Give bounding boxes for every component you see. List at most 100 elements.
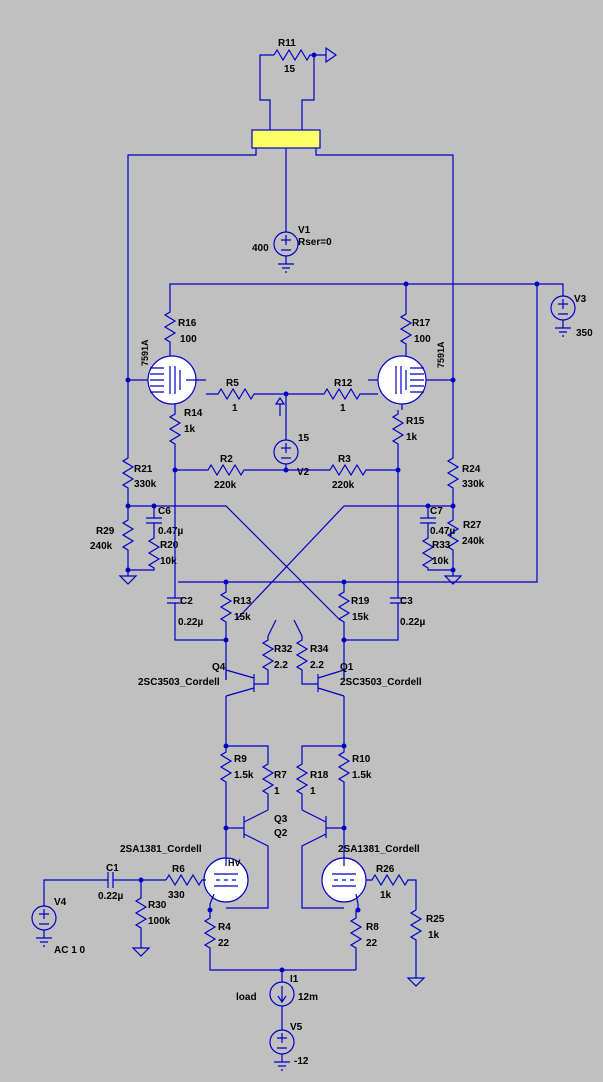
i1-param: load bbox=[236, 992, 257, 1003]
resistor-r30: R30 100k bbox=[131, 880, 171, 957]
v5-name: V5 bbox=[290, 1022, 303, 1033]
c6-name: C6 bbox=[158, 506, 171, 517]
v5-value: -12 bbox=[294, 1056, 309, 1067]
q2-name: Q2 bbox=[274, 828, 288, 839]
r9-name: R9 bbox=[234, 754, 247, 765]
resistor-r25: R25 1k bbox=[406, 909, 445, 987]
r6-value: 330 bbox=[168, 890, 185, 901]
capacitor-c3: C3 0.22µ bbox=[344, 470, 425, 641]
resistor-r9: R9 1.5k bbox=[219, 746, 254, 828]
resistor-r6: R6 330 bbox=[165, 864, 206, 901]
r16-value: 100 bbox=[180, 334, 197, 345]
r21-name: R21 bbox=[134, 464, 153, 475]
resistor-r10: R10 1.5k bbox=[337, 746, 372, 828]
c3-value: 0.22µ bbox=[400, 617, 425, 628]
c2-value: 0.22µ bbox=[178, 617, 203, 628]
r10-name: R10 bbox=[352, 754, 371, 765]
c6-value: 0.47µ bbox=[158, 526, 183, 537]
ground-arrow-top bbox=[325, 46, 338, 64]
resistor-r15: R15 1k bbox=[391, 410, 425, 470]
v4-name: V4 bbox=[54, 897, 67, 908]
tube-right-7591a: 7591A bbox=[368, 341, 453, 410]
r34-value: 2.2 bbox=[310, 660, 324, 671]
r32-name: R32 bbox=[274, 644, 293, 655]
resistor-r12: R12 1 bbox=[286, 378, 378, 414]
c1-value: 0.22µ bbox=[98, 891, 123, 902]
tube-input-right bbox=[321, 828, 367, 910]
resistor-r5: R5 1 bbox=[206, 378, 286, 414]
r7-name: R7 bbox=[274, 770, 287, 781]
q1-name: Q1 bbox=[340, 662, 354, 673]
r5-value: 1 bbox=[232, 403, 238, 414]
r2-value: 220k bbox=[214, 480, 237, 491]
r18-value: 1 bbox=[310, 786, 316, 797]
r33-value: 10k bbox=[432, 556, 449, 567]
r3-name: R3 bbox=[338, 454, 351, 465]
r30-value: 100k bbox=[148, 916, 171, 927]
resistor-r33: R33 10k bbox=[421, 534, 453, 571]
resistor-r24: R24 330k bbox=[446, 380, 485, 506]
r32-value: 2.2 bbox=[274, 660, 288, 671]
resistor-r21: R21 330k bbox=[121, 380, 157, 506]
r4-name: R4 bbox=[218, 922, 231, 933]
q4-model: 2SC3503_Cordell bbox=[138, 677, 220, 688]
r26-value: 1k bbox=[380, 890, 392, 901]
r14-value: 1k bbox=[184, 424, 196, 435]
r10-value: 1.5k bbox=[352, 770, 372, 781]
resistor-r17: R17 100 bbox=[399, 310, 431, 360]
r4-value: 22 bbox=[218, 938, 230, 949]
svg-text:HV: HV bbox=[228, 858, 241, 868]
tube-right-model: 7591A bbox=[436, 341, 446, 368]
v2-value: 15 bbox=[298, 433, 310, 444]
resistor-r4: R4 22 bbox=[203, 910, 356, 971]
i1-name: I1 bbox=[290, 974, 299, 985]
q3-name: Q3 bbox=[274, 814, 288, 825]
r18-name: R18 bbox=[310, 770, 329, 781]
resistor-r16: R16 100 bbox=[163, 300, 197, 360]
r25-value: 1k bbox=[428, 930, 440, 941]
v1-param: Rser=0 bbox=[298, 237, 332, 248]
tube-left-7591a: 7591A bbox=[128, 339, 206, 410]
transistor-q1: Q1 2SC3503_Cordell bbox=[301, 662, 422, 746]
r26-name: R26 bbox=[376, 864, 395, 875]
r8-value: 22 bbox=[366, 938, 378, 949]
r13-value: 15k bbox=[234, 612, 251, 623]
capacitor-c6: C6 0.47µ bbox=[146, 506, 183, 537]
c3-name: C3 bbox=[400, 596, 413, 607]
v4-value: AC 1 0 bbox=[54, 945, 86, 956]
source-v5: V5 -12 bbox=[269, 1022, 309, 1071]
resistor-r2: R2 220k bbox=[175, 454, 286, 491]
c7-value: 0.47µ bbox=[430, 526, 455, 537]
v1-name: V1 bbox=[298, 225, 311, 236]
source-v3: V3 350 bbox=[550, 294, 593, 339]
r2-name: R2 bbox=[220, 454, 233, 465]
resistor-r8: R8 22 bbox=[349, 910, 379, 970]
resistor-r34: R34 2.2 bbox=[295, 636, 329, 680]
current-source-i1: I1 load 12m bbox=[236, 970, 318, 1030]
r9-value: 1.5k bbox=[234, 770, 254, 781]
q4-name: Q4 bbox=[212, 662, 226, 673]
r19-name: R19 bbox=[351, 596, 370, 607]
resistor-r26: R26 1k bbox=[366, 864, 417, 910]
r29-value: 240k bbox=[90, 541, 113, 552]
r21-value: 330k bbox=[134, 479, 157, 490]
c7-name: C7 bbox=[430, 506, 443, 517]
capacitor-c1: C1 0.22µ bbox=[98, 863, 166, 902]
r19-value: 15k bbox=[352, 612, 369, 623]
q2-model: 2SA1381_Cordell bbox=[338, 844, 420, 855]
v3-value: 350 bbox=[576, 328, 593, 339]
q1-model: 2SC3503_Cordell bbox=[340, 677, 422, 688]
r3-value: 220k bbox=[332, 480, 355, 491]
r12-name: R12 bbox=[334, 378, 353, 389]
r27-name: R27 bbox=[463, 520, 482, 531]
tube-input-left: HV bbox=[203, 828, 249, 910]
tube-left-model: 7591A bbox=[140, 339, 150, 366]
r16-name: R16 bbox=[178, 318, 197, 329]
i1-value: 12m bbox=[298, 992, 318, 1003]
resistor-r20: R20 10k bbox=[128, 534, 179, 571]
r15-name: R15 bbox=[406, 416, 425, 427]
source-v2: 15 V2 bbox=[273, 433, 310, 478]
r6-name: R6 bbox=[172, 864, 185, 875]
resistor-r14: R14 1k bbox=[168, 408, 203, 470]
